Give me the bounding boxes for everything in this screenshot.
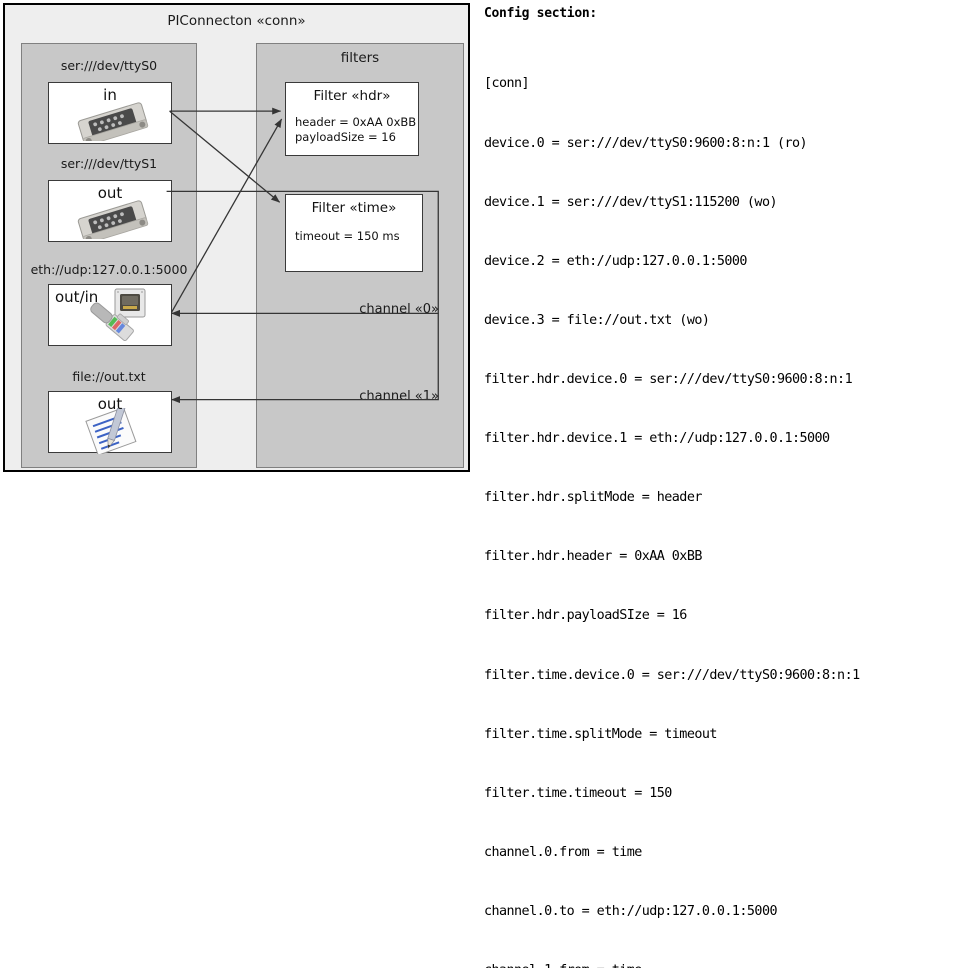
config-line: filter.hdr.header = 0xAA 0xBB: [484, 549, 702, 565]
devices-panel: ser:///dev/ttyS0 in: [21, 43, 197, 468]
device-direction-2: out/in: [55, 288, 99, 306]
device-box-2[interactable]: out/in: [48, 284, 172, 346]
device-box-1[interactable]: out: [48, 180, 172, 245]
config-line: device.0 = ser:///dev/ttyS0:9600:8:n:1 (…: [484, 135, 808, 151]
filters-panel: filters Filter «hdr» header = 0xAA 0xBB …: [256, 43, 464, 468]
config-line: filter.time.timeout = 150: [484, 785, 672, 801]
channel-label-0: channel «0»: [359, 302, 439, 317]
diagram-title: PIConnecton «conn»: [167, 13, 306, 29]
filter-prop-time-0: timeout = 150 ms: [295, 229, 400, 243]
device-label-1: ser:///dev/ttyS1: [60, 156, 158, 171]
config-line: filter.hdr.splitMode = header: [484, 490, 702, 506]
device-label-2: eth://udp:127.0.0.1:5000: [30, 262, 188, 277]
config-line: filter.time.splitMode = timeout: [484, 726, 717, 742]
config-line: filter.hdr.device.0 = ser:///dev/ttyS0:9…: [484, 371, 853, 387]
device-box-0[interactable]: in: [48, 82, 172, 147]
config-line: device.2 = eth://udp:127.0.0.1:5000: [484, 253, 747, 269]
config-line: device.3 = file://out.txt (wo): [484, 312, 710, 328]
filter-prop-hdr-1: payloadSize = 16: [295, 130, 396, 144]
config-line: device.1 = ser:///dev/ttyS1:115200 (wo): [484, 194, 778, 210]
filter-title-time: Filter «time»: [311, 200, 397, 216]
config-line: channel.0.from = time: [484, 844, 642, 860]
config-heading: Config section:: [484, 6, 597, 21]
filter-title-hdr: Filter «hdr»: [313, 88, 391, 104]
device-box-3[interactable]: out: [48, 391, 172, 456]
filter-box-hdr[interactable]: Filter «hdr» header = 0xAA 0xBB payloadS…: [285, 82, 419, 156]
device-direction-0: in: [103, 86, 117, 104]
device-label-0: ser:///dev/ttyS0: [60, 58, 158, 73]
config-line: channel.1.from = time: [484, 961, 962, 968]
device-direction-3: out: [97, 395, 123, 413]
filter-box-time[interactable]: Filter «time» timeout = 150 ms: [285, 194, 423, 272]
config-line: filter.time.device.0 = ser:///dev/ttyS0:…: [484, 667, 860, 683]
channel-label-1: channel «1»: [359, 389, 439, 404]
filter-prop-hdr-0: header = 0xAA 0xBB: [295, 115, 417, 129]
config-line: filter.hdr.device.1 = eth://udp:127.0.0.…: [484, 431, 830, 447]
connection-diagram: PIConnecton «conn» ser:///dev/ttyS0 in: [3, 3, 470, 472]
config-line: [conn]: [484, 76, 530, 92]
serial-db9-icon: [71, 199, 155, 245]
config-section: Config section: [conn] device.0 = ser://…: [484, 6, 962, 968]
config-line: channel.0.to = eth://udp:127.0.0.1:5000: [484, 903, 778, 919]
ethernet-rj45-icon: [85, 287, 171, 349]
config-body: [conn] device.0 = ser:///dev/ttyS0:9600:…: [484, 35, 962, 968]
filters-panel-title: filters: [340, 50, 380, 66]
config-line: filter.hdr.payloadSIze = 16: [484, 608, 687, 624]
device-direction-1: out: [97, 184, 123, 202]
device-label-3: file://out.txt: [72, 369, 146, 384]
document-pen-icon: [79, 405, 151, 458]
serial-db9-icon: [71, 101, 155, 147]
